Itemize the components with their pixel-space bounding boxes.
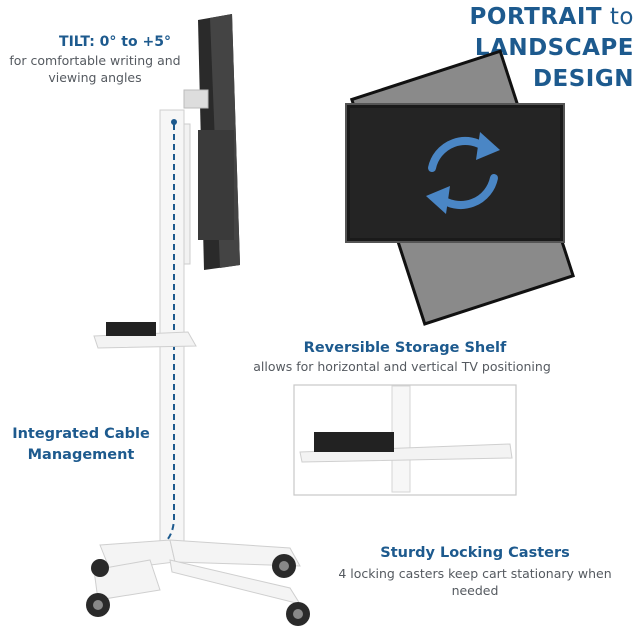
mount-bracket bbox=[183, 89, 209, 109]
inset-shelf bbox=[299, 443, 513, 463]
inset-device bbox=[314, 432, 394, 452]
casters-description: 4 locking casters keep cart stationary w… bbox=[338, 566, 612, 598]
headline-portrait: PORTRAIT bbox=[469, 4, 603, 30]
shelf-description: allows for horizontal and vertical TV po… bbox=[253, 359, 551, 374]
headline-design: DESIGN bbox=[532, 66, 634, 92]
shelf-title: Reversible Storage Shelf bbox=[303, 340, 507, 356]
inset-column bbox=[391, 385, 411, 493]
base bbox=[93, 539, 302, 605]
tilt-description: for comfortable writing and viewing angl… bbox=[9, 53, 181, 85]
headline-to: to bbox=[602, 4, 634, 30]
caster-wheels bbox=[86, 554, 310, 626]
rotate-arrow-head-top bbox=[476, 132, 500, 160]
rotate-arrow-head-bottom bbox=[426, 186, 450, 214]
cable-entry-point bbox=[171, 119, 177, 125]
landscape-monitor bbox=[345, 103, 565, 243]
main-column bbox=[159, 109, 185, 551]
cable-title: Integrated Cable Management bbox=[12, 426, 150, 463]
casters-title: Sturdy Locking Casters bbox=[380, 545, 570, 561]
portrait-tv bbox=[198, 14, 240, 270]
shelf-device bbox=[106, 322, 156, 336]
tilt-title: TILT: 0° to +5° bbox=[59, 34, 171, 50]
